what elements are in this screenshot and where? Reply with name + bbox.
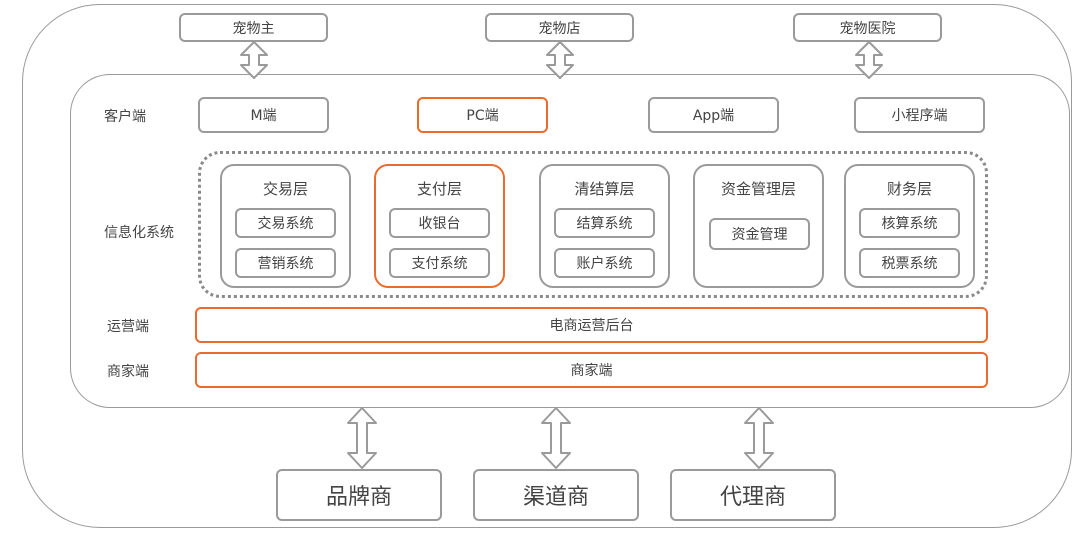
merchant-bar: 商家端 — [195, 352, 988, 388]
platform-frame — [70, 74, 1070, 408]
layer-fund-management: 资金管理层 资金管理 — [693, 164, 824, 288]
system-accounting: 核算系统 — [859, 208, 960, 238]
row-label-merchant: 商家端 — [107, 364, 149, 380]
system-payment: 支付系统 — [389, 248, 490, 278]
layer-transaction: 交易层 交易系统 营销系统 — [220, 164, 351, 288]
entity-channel: 渠道商 — [473, 469, 639, 521]
double-arrow-icon — [855, 41, 883, 79]
entity-agent: 代理商 — [670, 469, 836, 521]
row-label-client: 客户端 — [104, 109, 146, 125]
outer-frame — [22, 4, 1072, 528]
layer-title: 支付层 — [416, 180, 462, 198]
system-marketing: 营销系统 — [235, 248, 336, 278]
system-checkout: 收银台 — [389, 208, 490, 238]
system-account: 账户系统 — [554, 248, 655, 278]
system-fund-management: 资金管理 — [709, 218, 810, 250]
double-arrow-icon — [240, 41, 268, 79]
info-system-frame — [198, 151, 988, 298]
client-app: App端 — [648, 97, 779, 133]
double-arrow-icon — [347, 407, 377, 469]
client-mini-program: 小程序端 — [854, 97, 985, 133]
ops-backend-bar: 电商运营后台 — [195, 307, 988, 343]
layer-payment: 支付层 收银台 支付系统 — [374, 164, 505, 288]
layer-title: 清结算层 — [574, 180, 635, 198]
client-pc: PC端 — [417, 97, 548, 133]
layer-settlement: 清结算层 结算系统 账户系统 — [539, 164, 670, 288]
system-trade: 交易系统 — [235, 208, 336, 238]
system-tax-invoice: 税票系统 — [859, 248, 960, 278]
entity-pet-shop: 宠物店 — [485, 13, 634, 42]
layer-finance: 财务层 核算系统 税票系统 — [844, 164, 975, 288]
entity-brand: 品牌商 — [276, 469, 442, 521]
row-label-ops: 运营端 — [107, 319, 149, 335]
double-arrow-icon — [744, 407, 774, 469]
system-settlement: 结算系统 — [554, 208, 655, 238]
layer-title: 资金管理层 — [720, 180, 796, 198]
client-m: M端 — [198, 97, 329, 133]
double-arrow-icon — [541, 407, 571, 469]
layer-title: 财务层 — [886, 180, 932, 198]
entity-pet-owner: 宠物主 — [179, 13, 328, 42]
row-label-info-system: 信息化系统 — [104, 225, 174, 241]
layer-title: 交易层 — [262, 180, 308, 198]
entity-pet-hospital: 宠物医院 — [793, 13, 942, 42]
double-arrow-icon — [546, 41, 574, 79]
